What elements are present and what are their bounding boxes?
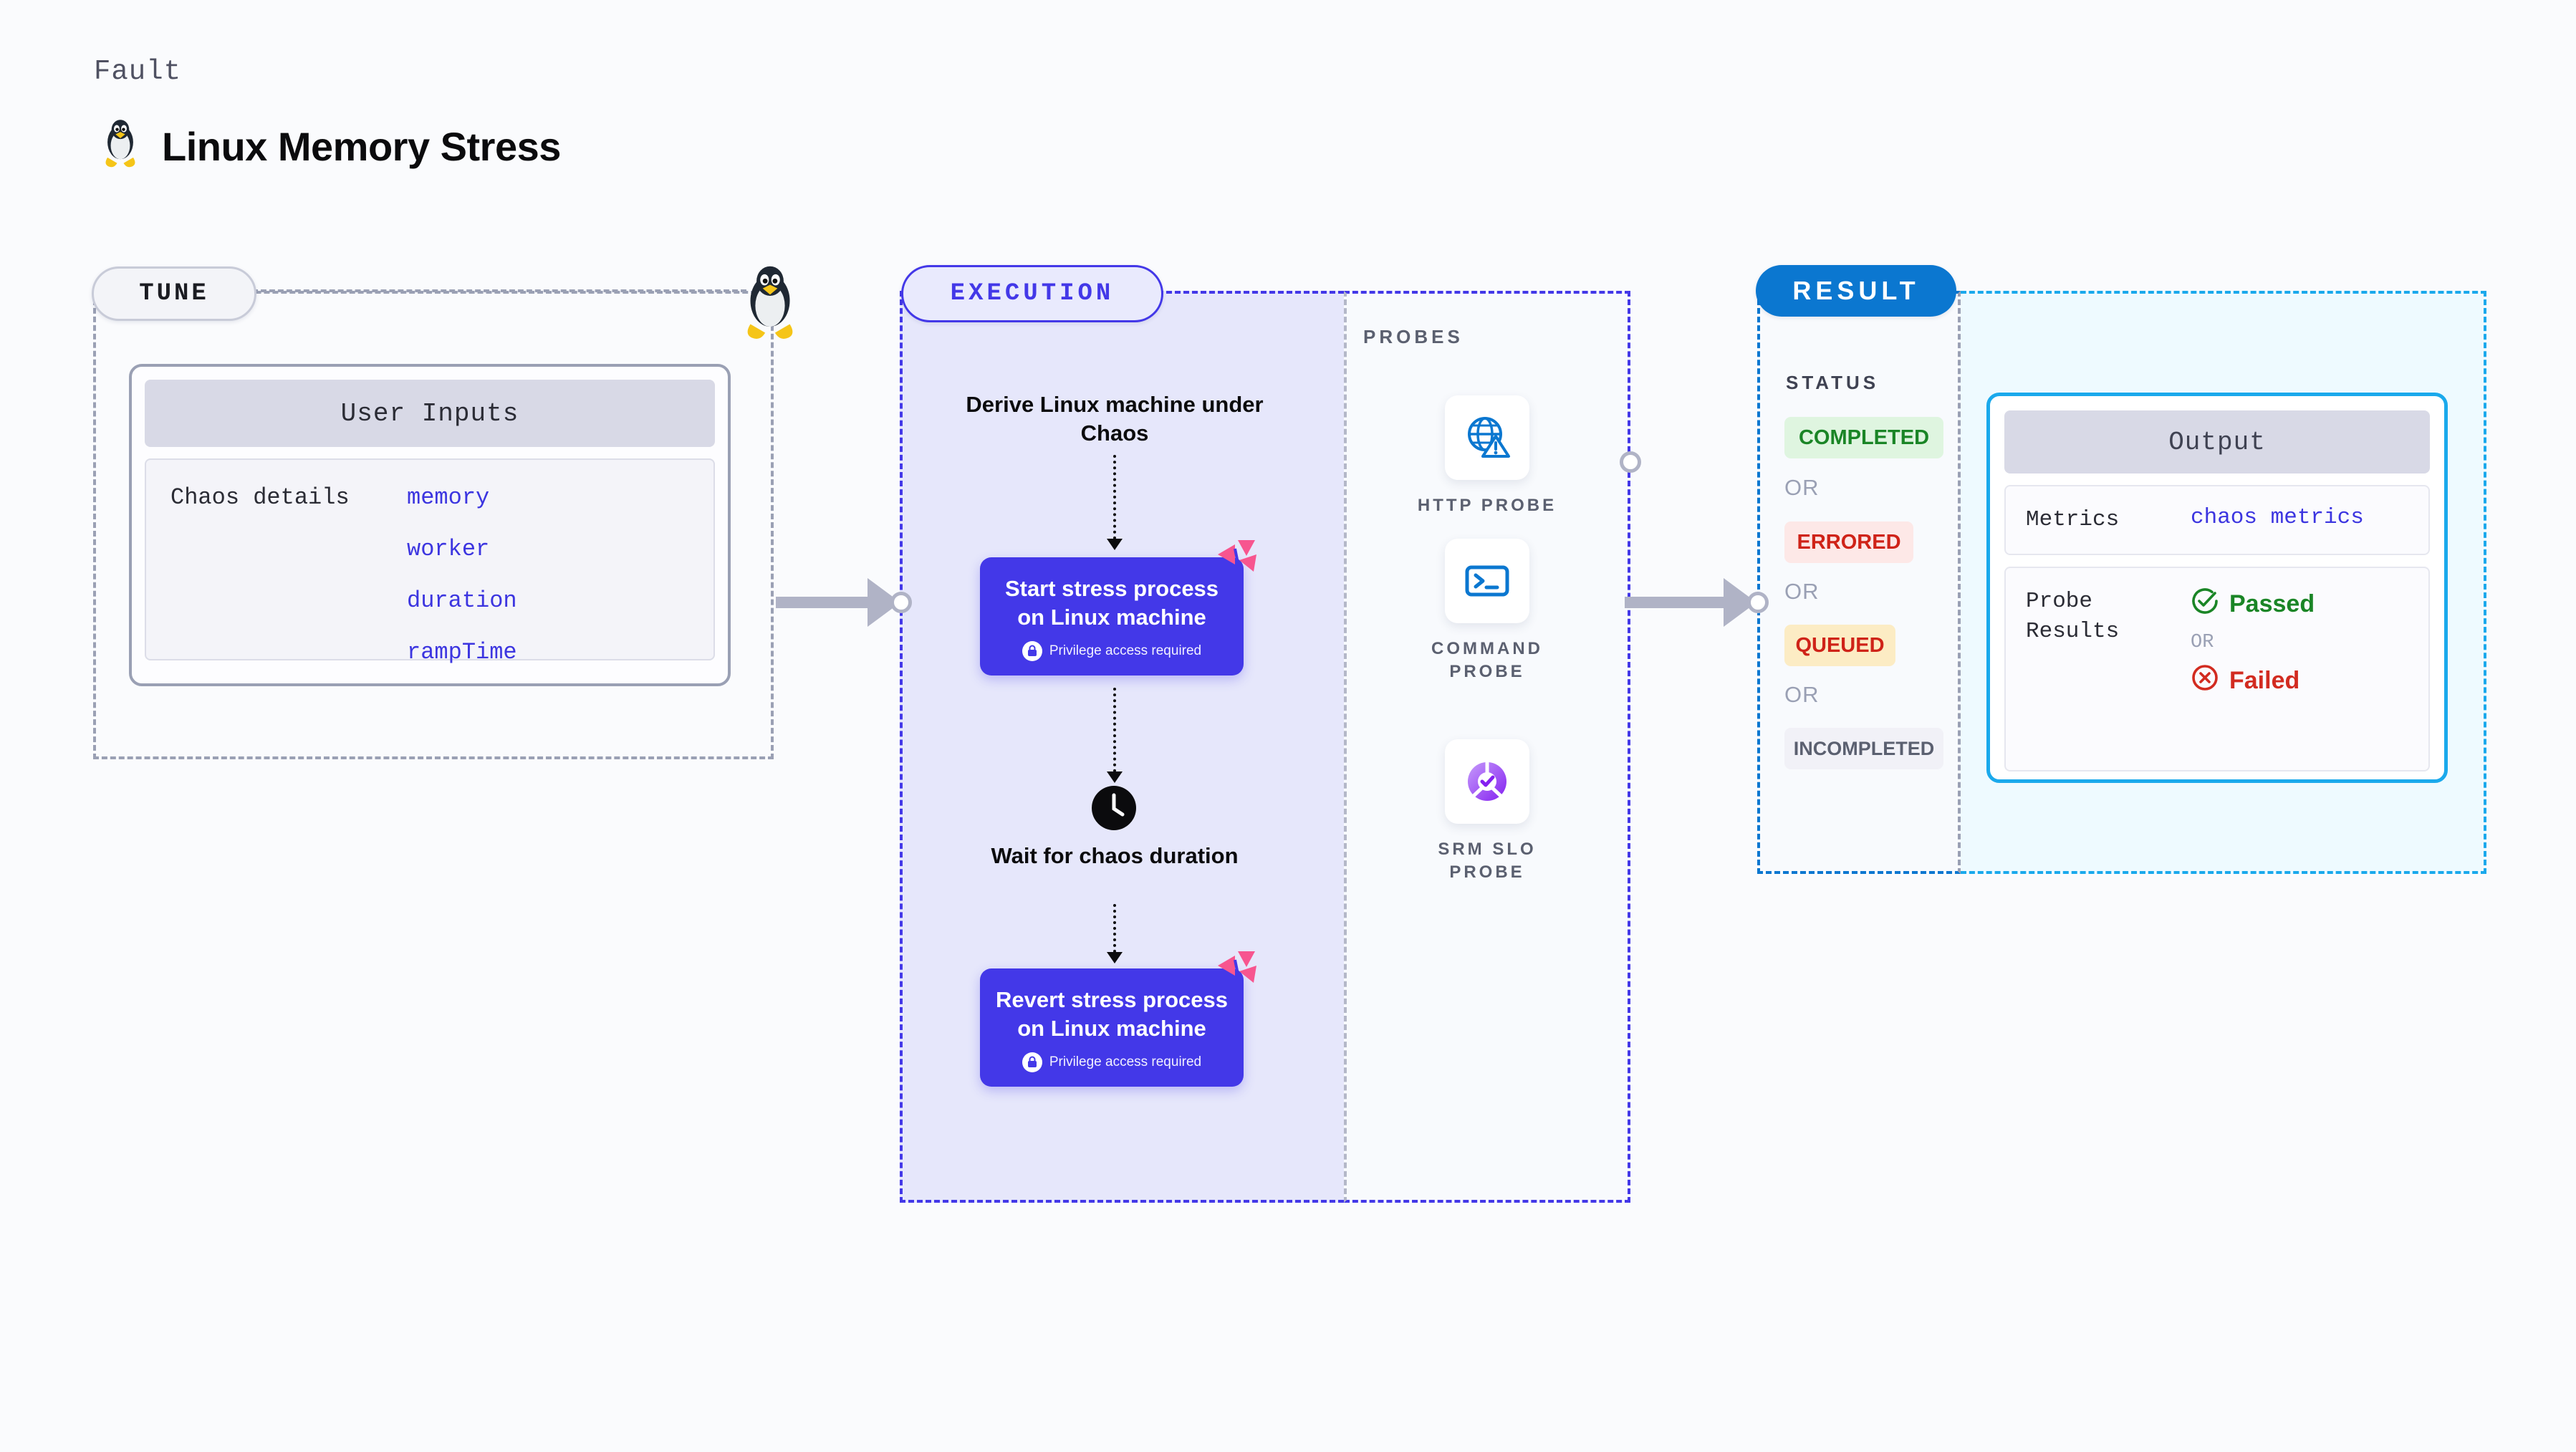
- tune-linux-penguin-icon: [738, 265, 802, 344]
- param-duration[interactable]: duration: [407, 587, 517, 614]
- output-header: Output: [2004, 410, 2430, 473]
- connector-joint-probes-out: [1620, 451, 1641, 473]
- flow-connector-1: [1113, 455, 1116, 539]
- probe-result-failed: Failed: [2191, 663, 2315, 698]
- status-badge-completed: COMPLETED: [1784, 417, 1943, 458]
- user-inputs-header: User Inputs: [145, 380, 715, 447]
- probe-result-passed: Passed: [2191, 587, 2315, 622]
- step-start-stress-card[interactable]: Start stress process on Linux machine Pr…: [980, 540, 1256, 676]
- flow-connector-3: [1113, 904, 1116, 953]
- probe-result-failed-label: Failed: [2229, 666, 2300, 694]
- output-probe-results-values: Passed OR Failed: [2191, 587, 2315, 698]
- execution-pill[interactable]: EXECUTION: [901, 265, 1163, 322]
- linux-penguin-icon: [100, 118, 140, 175]
- param-memory[interactable]: memory: [407, 484, 490, 511]
- page-title: Linux Memory Stress: [162, 124, 561, 169]
- step-wait-duration-label: Wait for chaos duration: [991, 843, 1239, 868]
- probe-srm-slo[interactable]: SRM SLO PROBE: [1408, 739, 1566, 885]
- probe-result-or: OR: [2191, 631, 2214, 653]
- status-badge-queued: QUEUED: [1784, 625, 1895, 666]
- chaos-details-label: Chaos details: [170, 484, 350, 511]
- litmus-logo-icon: [1213, 950, 1258, 990]
- connector-joint-execution-in: [890, 592, 912, 613]
- probe-http[interactable]: HTTP PROBE: [1408, 395, 1566, 517]
- globe-warning-icon: [1445, 395, 1529, 480]
- user-inputs-card: User Inputs Chaos details memory worker …: [129, 364, 731, 686]
- flow-arrowhead-1: [1107, 539, 1123, 550]
- arrow-execution-to-result: [1625, 578, 1768, 627]
- status-or-2: OR: [1784, 579, 1820, 604]
- status-badge-errored: ERRORED: [1784, 521, 1913, 563]
- slo-check-icon: [1445, 739, 1529, 824]
- output-card: Output Metrics chaos metrics Probe Resul…: [1986, 393, 2448, 783]
- litmus-logo-icon: [1213, 539, 1258, 579]
- clock-icon: [1092, 786, 1136, 830]
- probe-result-passed-label: Passed: [2229, 590, 2315, 617]
- tune-pill[interactable]: TUNE: [92, 266, 256, 321]
- chaos-params-list: memory worker duration rampTime: [407, 484, 517, 665]
- param-worker[interactable]: worker: [407, 536, 490, 562]
- arrow-tune-to-execution: [776, 578, 905, 627]
- output-probe-results-row: Probe Results Passed OR: [2004, 566, 2430, 771]
- step-revert-stress-subtitle-text: Privilege access required: [1049, 1054, 1202, 1070]
- step-revert-stress-card[interactable]: Revert stress process on Linux machine P…: [980, 951, 1256, 1087]
- status-or-3: OR: [1784, 682, 1820, 707]
- terminal-icon: [1445, 539, 1529, 623]
- page-title-row: Linux Memory Stress: [100, 118, 561, 175]
- check-circle-icon: [2191, 587, 2219, 622]
- step-start-stress-subtitle: Privilege access required: [996, 641, 1228, 662]
- probes-section-label: PROBES: [1363, 326, 1464, 347]
- step-start-stress-title: Start stress process on Linux machine: [1004, 576, 1219, 630]
- probe-command-label: COMMAND PROBE: [1431, 639, 1543, 682]
- flow-arrowhead-2: [1107, 771, 1123, 783]
- output-metrics-row: Metrics chaos metrics: [2004, 485, 2430, 555]
- x-circle-icon: [2191, 663, 2219, 698]
- lock-icon: [1022, 1052, 1042, 1073]
- flow-arrowhead-3: [1107, 952, 1123, 963]
- probe-command[interactable]: COMMAND PROBE: [1408, 539, 1566, 684]
- tune-top-connector: [252, 289, 746, 292]
- step-revert-stress-title: Revert stress process on Linux machine: [996, 987, 1228, 1041]
- output-metrics-value[interactable]: chaos metrics: [2191, 505, 2364, 530]
- flow-connector-2: [1113, 688, 1116, 772]
- status-badge-incompleted: INCOMPLETED: [1784, 728, 1943, 769]
- probe-srm-slo-label: SRM SLO PROBE: [1438, 840, 1537, 883]
- lock-icon: [1022, 641, 1042, 662]
- result-pill[interactable]: RESULT: [1756, 265, 1956, 317]
- step-revert-stress-subtitle: Privilege access required: [996, 1052, 1228, 1073]
- param-ramptime[interactable]: rampTime: [407, 639, 517, 665]
- user-inputs-body: Chaos details memory worker duration ram…: [145, 458, 715, 665]
- output-probe-results-label: Probe Results: [2026, 588, 2120, 644]
- status-section-label: STATUS: [1786, 372, 1880, 393]
- step-derive-machine-label: Derive Linux machine under Chaos: [966, 392, 1264, 446]
- page-kicker: Fault: [94, 56, 182, 87]
- connector-joint-result-in: [1747, 592, 1769, 613]
- step-start-stress-subtitle-text: Privilege access required: [1049, 643, 1202, 659]
- probe-http-label: HTTP PROBE: [1417, 496, 1557, 515]
- output-metrics-label: Metrics: [2026, 507, 2120, 532]
- result-region: [1757, 291, 1961, 874]
- status-or-1: OR: [1784, 475, 1820, 500]
- tune-region: [93, 291, 774, 759]
